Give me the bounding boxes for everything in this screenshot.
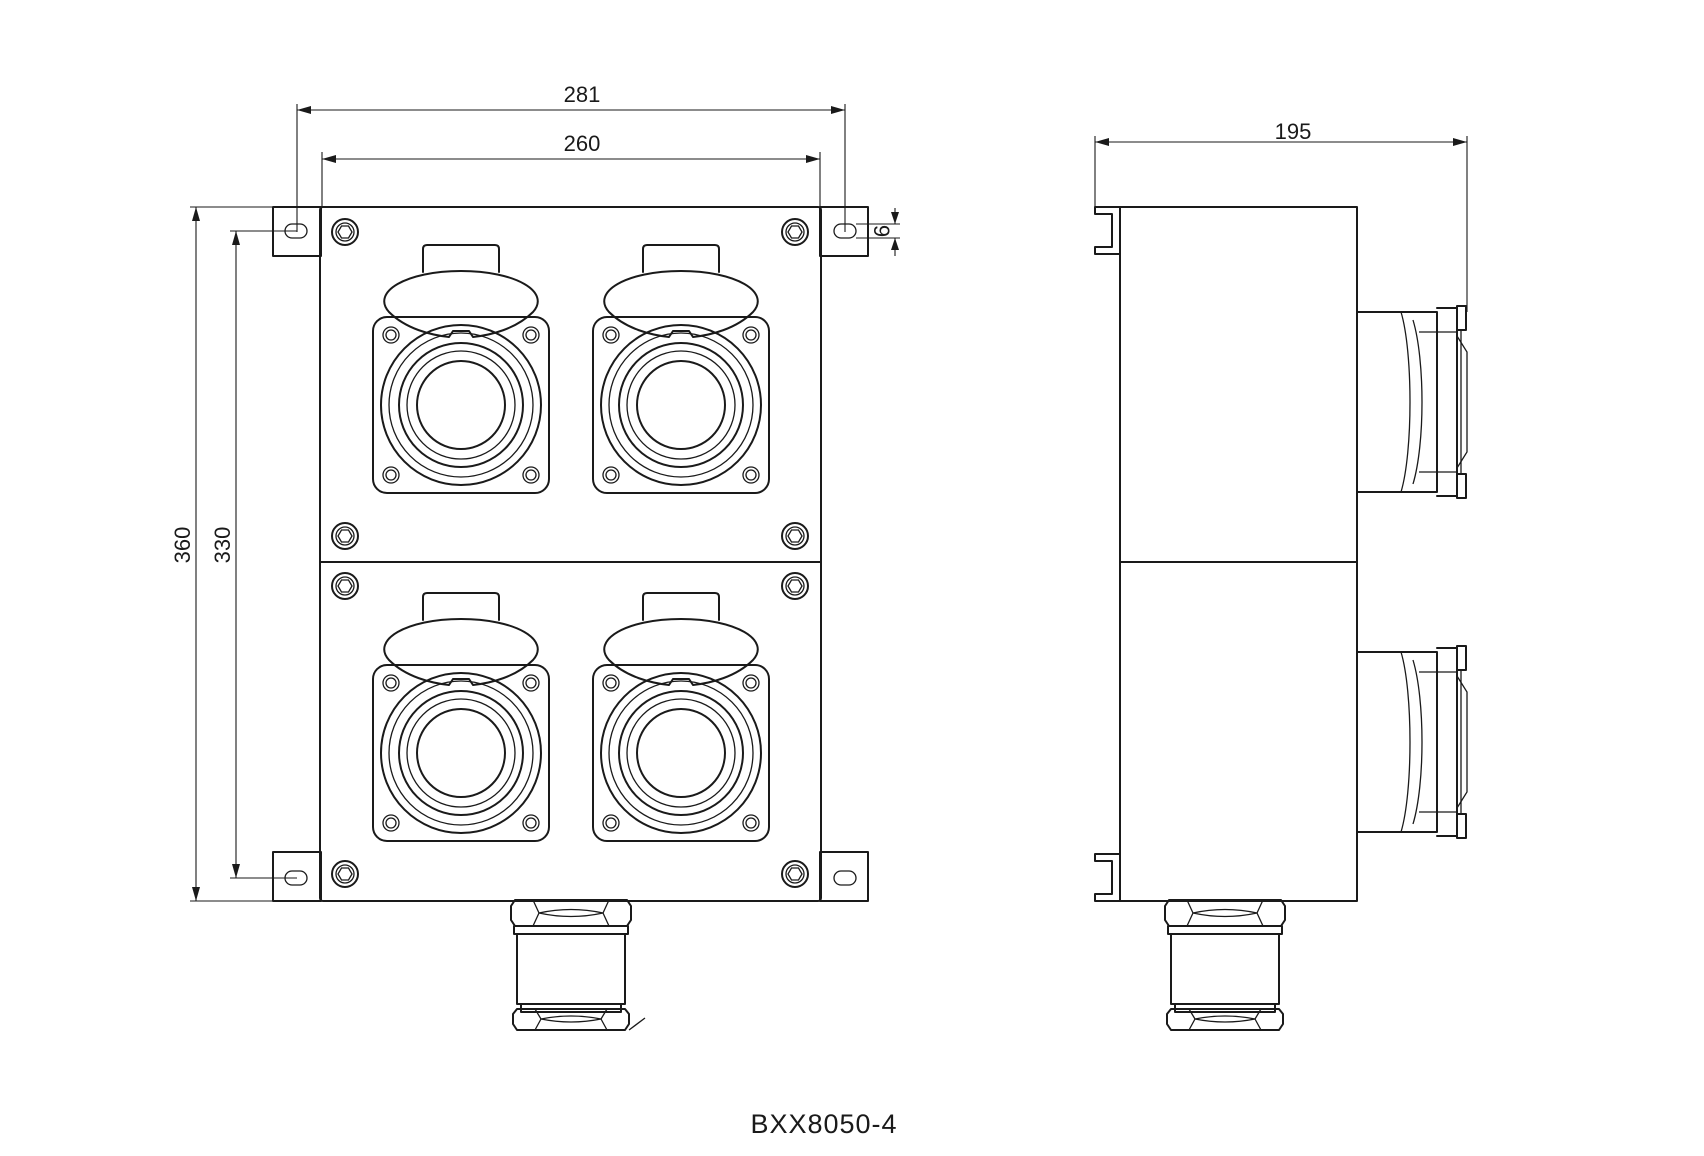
bolt-icon [331, 572, 359, 600]
bolt-icon [781, 218, 809, 246]
dim-label-195: 195 [1275, 119, 1312, 144]
socket-outlet-top-left [372, 244, 550, 494]
bolt-icon [331, 218, 359, 246]
dimension-depth: 195 [1094, 119, 1468, 312]
side-view [1094, 206, 1468, 1031]
cable-gland-front [510, 899, 632, 1031]
dimension-mounting-hole: 9 [856, 208, 900, 256]
bolt-icon [781, 860, 809, 888]
front-view [272, 206, 869, 1031]
bolt-icon [331, 522, 359, 550]
socket-outlet-bottom-right [592, 592, 770, 842]
mounting-bracket-bottom-left [272, 851, 322, 902]
socket-port-upper [1356, 305, 1468, 499]
dimension-body-width: 260 [321, 131, 821, 207]
model-caption: BXX8050-4 [750, 1109, 897, 1139]
socket-outlet-top-right [592, 244, 770, 494]
enclosure-side [1119, 206, 1358, 902]
dimension-overall-height: 360 [170, 206, 320, 902]
dimension-mounting-pitch: 330 [210, 230, 297, 879]
dim-label-360: 360 [170, 527, 195, 564]
dim-label-260: 260 [564, 131, 601, 156]
dim-label-281: 281 [564, 82, 601, 107]
mounting-bracket-bottom-right [819, 851, 869, 902]
dim-label-330: 330 [210, 527, 235, 564]
mounting-bracket-top-right [819, 206, 869, 257]
dimension-overall-width: 281 [296, 82, 846, 232]
socket-outlet-bottom-left [372, 592, 550, 842]
bolt-icon [781, 572, 809, 600]
mounting-slot [833, 870, 857, 886]
socket-port-lower [1356, 645, 1468, 839]
cable-gland-side [1164, 899, 1286, 1031]
dim-label-9: 9 [869, 225, 894, 237]
mounting-flange-top [1094, 206, 1121, 255]
bolt-icon [781, 522, 809, 550]
mounting-flange-bottom [1094, 853, 1121, 902]
bolt-icon [331, 860, 359, 888]
